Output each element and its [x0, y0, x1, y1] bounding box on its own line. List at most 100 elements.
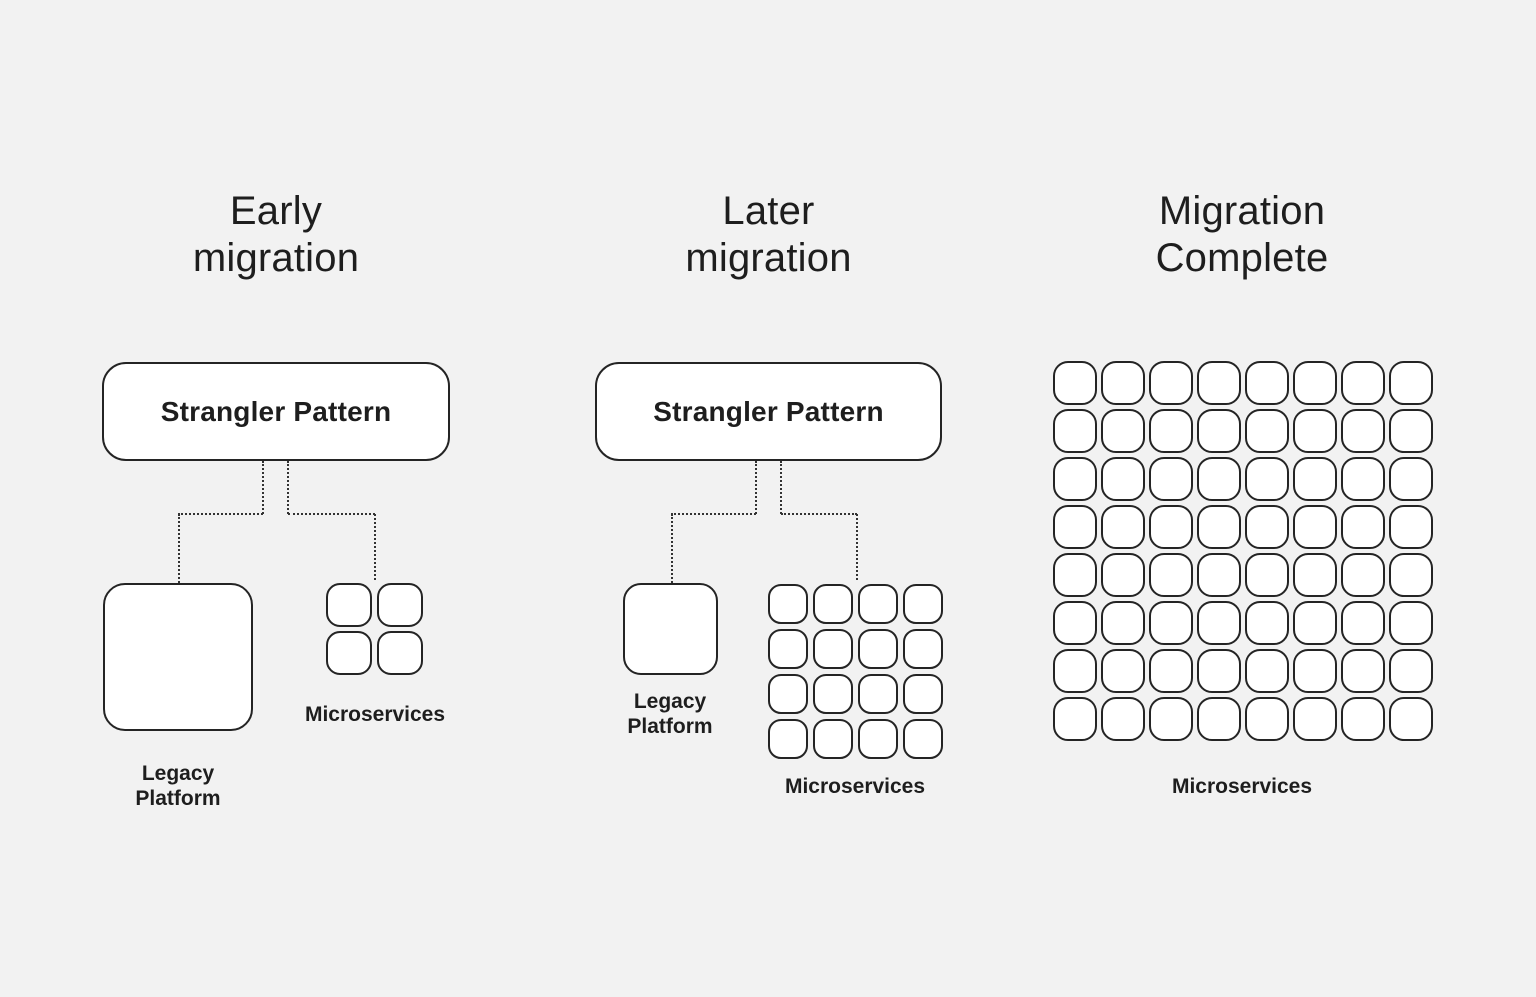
microservice-cell [1293, 409, 1337, 453]
strangler-pattern-box-early: Strangler Pattern [102, 362, 450, 461]
microservice-cell [1341, 505, 1385, 549]
microservice-cell [326, 631, 372, 675]
microservice-cell [1101, 601, 1145, 645]
microservice-cell [1389, 361, 1433, 405]
microservice-cell [1053, 457, 1097, 501]
legacy-platform-label-later: Legacy Platform [570, 689, 770, 739]
microservice-cell [1245, 409, 1289, 453]
microservice-cell [1149, 601, 1193, 645]
legacy-label-line1: Legacy [633, 690, 707, 713]
microservice-cell [813, 584, 853, 624]
microservices-grid-later [768, 584, 943, 759]
legacy-platform-label-early: Legacy Platform [78, 761, 278, 811]
microservice-cell [903, 674, 943, 714]
microservice-cell [1101, 649, 1145, 693]
migration-complete-title-line1: Migration [1158, 189, 1326, 233]
microservice-cell [1389, 505, 1433, 549]
microservice-cell [1341, 601, 1385, 645]
microservice-cell [1389, 601, 1433, 645]
microservice-cell [1053, 361, 1097, 405]
connector-line [178, 513, 263, 515]
microservice-cell [1293, 553, 1337, 597]
connector-line [671, 514, 673, 583]
microservice-cell [1341, 457, 1385, 501]
microservice-cell [1197, 457, 1241, 501]
legacy-label-line2: Platform [135, 787, 221, 810]
later-migration-title-line2: migration [685, 236, 852, 280]
legacy-platform-box-later [623, 583, 718, 675]
microservice-cell [1101, 697, 1145, 741]
microservice-cell [1197, 361, 1241, 405]
connector-line [780, 461, 782, 514]
microservice-cell [1389, 553, 1433, 597]
early-migration-title: Early migration [102, 188, 450, 282]
microservice-cell [1197, 697, 1241, 741]
microservice-cell [1101, 505, 1145, 549]
microservice-cell [1293, 505, 1337, 549]
microservice-cell [1389, 457, 1433, 501]
microservice-cell [1389, 409, 1433, 453]
microservice-cell [1197, 601, 1241, 645]
microservice-cell [1245, 649, 1289, 693]
microservice-cell [1149, 361, 1193, 405]
connector-line [755, 461, 757, 514]
early-migration-title-line1: Early [229, 189, 323, 233]
strangler-pattern-label-early: Strangler Pattern [160, 395, 392, 427]
microservice-cell [326, 583, 372, 627]
microservice-cell [1293, 457, 1337, 501]
migration-complete-title: Migration Complete [1068, 188, 1416, 282]
microservice-cell [858, 629, 898, 669]
microservices-label-early: Microservices [304, 703, 446, 726]
microservice-cell [1341, 697, 1385, 741]
microservice-cell [768, 719, 808, 759]
microservice-cell [1149, 505, 1193, 549]
microservice-cell [1149, 409, 1193, 453]
connector-line [374, 514, 376, 580]
microservice-cell [1197, 505, 1241, 549]
microservice-cell [1245, 553, 1289, 597]
microservice-cell [1293, 361, 1337, 405]
microservice-cell [1053, 409, 1097, 453]
microservice-cell [1101, 457, 1145, 501]
microservice-cell [858, 674, 898, 714]
microservice-cell [1245, 505, 1289, 549]
early-migration-title-line2: migration [192, 236, 360, 280]
microservice-cell [1245, 457, 1289, 501]
microservice-cell [903, 584, 943, 624]
strangler-pattern-box-later: Strangler Pattern [595, 362, 942, 461]
microservice-cell [1293, 697, 1337, 741]
strangler-pattern-label-later: Strangler Pattern [653, 395, 884, 427]
microservice-cell [813, 719, 853, 759]
connector-line [262, 461, 264, 514]
microservice-cell [768, 584, 808, 624]
migration-complete-title-line2: Complete [1155, 236, 1329, 280]
microservice-cell [903, 629, 943, 669]
later-migration-title-line1: Later [722, 189, 815, 233]
microservice-cell [1101, 409, 1145, 453]
connector-line [781, 513, 857, 515]
microservice-cell [1341, 361, 1385, 405]
microservice-cell [1149, 649, 1193, 693]
microservice-cell [1053, 553, 1097, 597]
connector-line [856, 514, 858, 580]
microservice-cell [1149, 553, 1193, 597]
legacy-label-line2: Platform [627, 715, 713, 738]
microservice-cell [377, 583, 423, 627]
microservice-cell [1053, 601, 1097, 645]
microservice-cell [1149, 697, 1193, 741]
microservice-cell [768, 629, 808, 669]
legacy-platform-box-early [103, 583, 253, 731]
connector-line [287, 461, 289, 514]
microservice-cell [1053, 697, 1097, 741]
microservice-cell [1197, 553, 1241, 597]
microservice-cell [768, 674, 808, 714]
microservice-cell [858, 584, 898, 624]
microservice-cell [1101, 553, 1145, 597]
microservice-cell [1197, 649, 1241, 693]
microservice-cell [1245, 697, 1289, 741]
microservice-cell [903, 719, 943, 759]
microservice-cell [377, 631, 423, 675]
microservice-cell [813, 629, 853, 669]
microservices-label-complete: Microservices [1171, 775, 1313, 798]
microservice-cell [1389, 649, 1433, 693]
